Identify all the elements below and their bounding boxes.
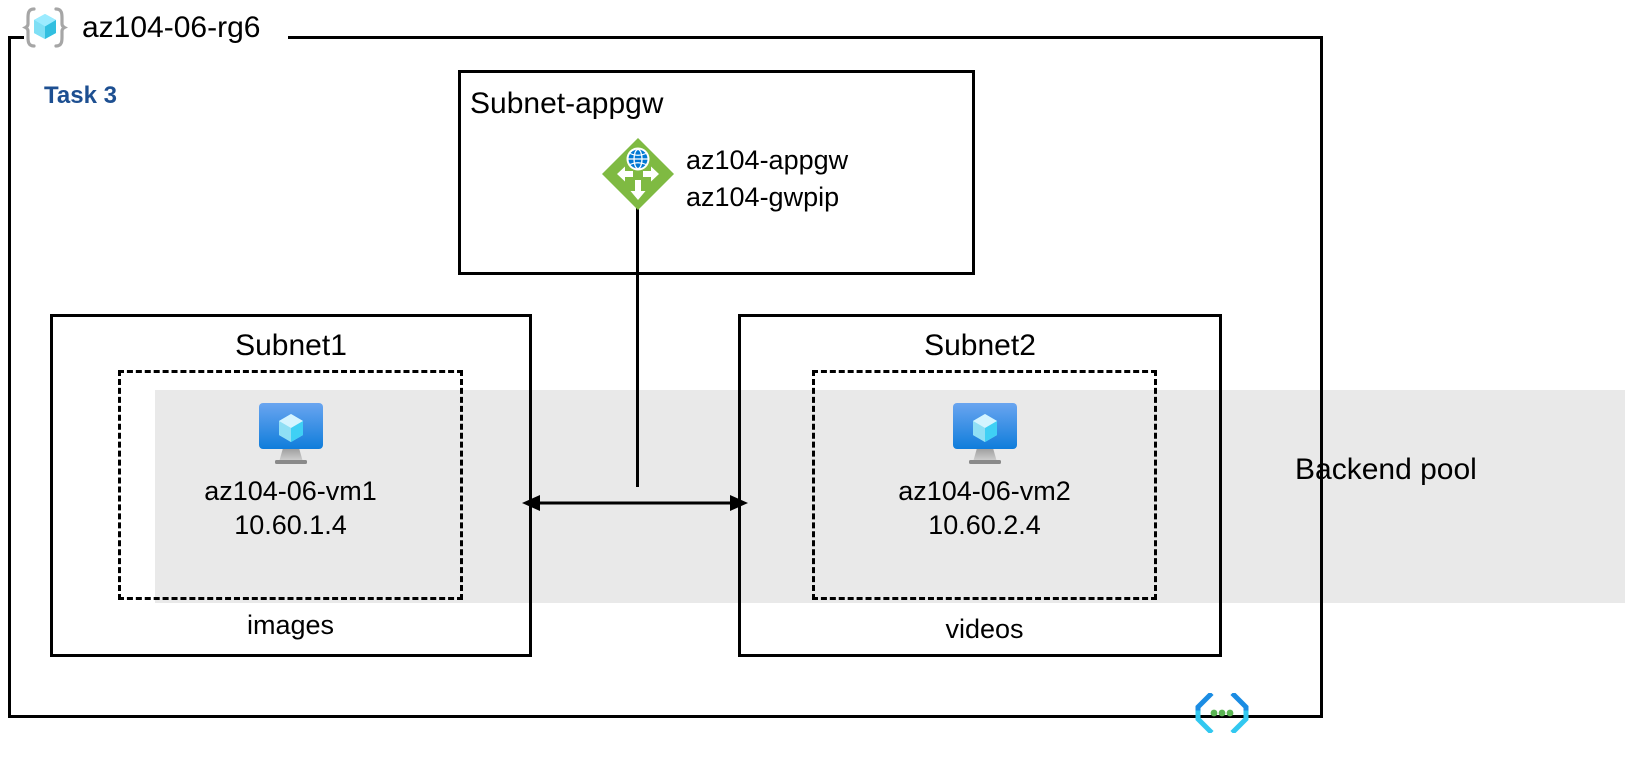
appgw-pip-label: az104-gwpip bbox=[686, 182, 840, 212]
subnet1-dashed-container bbox=[118, 370, 463, 600]
vm2-ip: 10.60.2.4 bbox=[928, 510, 1041, 540]
resource-group-frame bbox=[8, 36, 1323, 718]
subnet-appgw-box bbox=[458, 70, 975, 275]
resource-group-icon bbox=[21, 5, 69, 51]
subnet1-caption: images bbox=[246, 610, 335, 640]
virtual-machine-icon bbox=[947, 400, 1023, 466]
vm1-ip: 10.60.1.4 bbox=[234, 510, 347, 540]
application-gateway-icon bbox=[600, 136, 676, 212]
subnet2-box bbox=[738, 314, 1222, 657]
subnet2-title: Subnet2 bbox=[924, 329, 1036, 362]
virtual-machine-icon bbox=[253, 400, 329, 466]
vm1-node: az104-06-vm1 10.60.1.4 bbox=[118, 400, 463, 542]
resource-group-border-left-segment bbox=[8, 36, 24, 39]
backend-pool-label: Backend pool bbox=[1295, 453, 1477, 486]
code-brackets-icon bbox=[1194, 691, 1250, 735]
resource-group-border-right-segment bbox=[288, 36, 1323, 39]
appgw-connector-line bbox=[636, 197, 639, 487]
task-label: Task 3 bbox=[44, 82, 117, 109]
subnet1-title: Subnet1 bbox=[235, 329, 347, 362]
resource-group-title: az104-06-rg6 bbox=[82, 11, 261, 44]
vm2-name: az104-06-vm2 bbox=[898, 476, 1071, 506]
vm2-node: az104-06-vm2 10.60.2.4 bbox=[812, 400, 1157, 542]
appgw-resource-labels: az104-appgw az104-gwpip bbox=[686, 142, 848, 216]
subnet2-dashed-container bbox=[812, 370, 1157, 600]
subnet1-box bbox=[50, 314, 532, 657]
subnet-appgw-title: Subnet-appgw bbox=[470, 87, 664, 120]
vm1-name: az104-06-vm1 bbox=[204, 476, 377, 506]
subnet2-caption: videos bbox=[945, 614, 1024, 644]
appgw-name-label: az104-appgw bbox=[686, 145, 849, 175]
backend-pool-band bbox=[155, 390, 1625, 603]
subnet-to-subnet-arrow bbox=[520, 478, 750, 528]
